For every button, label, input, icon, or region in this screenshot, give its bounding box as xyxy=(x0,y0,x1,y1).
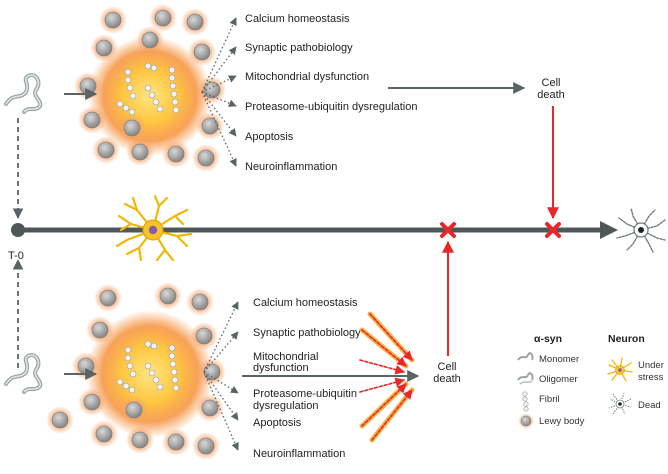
legend-oligomer-label: Oligomer xyxy=(539,374,578,385)
legend-fibril-icon xyxy=(522,391,529,412)
bottom-process-mitochondrial-1: Mitochondrial xyxy=(253,351,318,363)
top-process-calcium: Calcium homeostasis xyxy=(245,13,350,25)
top-process-proteasome: Proteasome-ubiquitin dysregulation xyxy=(245,101,417,113)
top-process-mitochondrial: Mitochondrial dysfunction xyxy=(245,71,369,83)
top-process-synaptic: Synaptic pathobiology xyxy=(245,42,353,54)
legend-oligomer-icon xyxy=(517,372,534,385)
legend-under-stress-label-line1: Under xyxy=(638,360,664,371)
legend-fibril-label: Fibril xyxy=(539,394,560,405)
bottom-process-neuroinflammation: Neuroinflammation xyxy=(253,448,345,460)
legend-under-stress-label-line2: stress xyxy=(638,372,664,383)
bottom-process-labels: Calcium homeostasis Synaptic pathobiolog… xyxy=(253,297,361,460)
legend: α-syn Monomer Oligomer Fibril Lewy body … xyxy=(517,333,664,429)
top-process-neuroinflammation: Neuroinflammation xyxy=(245,161,337,173)
bottom-aggregate-cluster xyxy=(45,281,227,461)
legend-lewy-body-label: Lewy body xyxy=(539,416,585,427)
bottom-process-arrows xyxy=(203,301,239,451)
legend-neuron-dead-icon xyxy=(608,392,632,415)
bottom-process-calcium: Calcium homeostasis xyxy=(253,297,358,309)
legend-monomer-icon xyxy=(517,352,534,361)
bottom-fibrils xyxy=(116,340,180,394)
bottom-cell-death-label-line2: death xyxy=(433,373,461,385)
top-process-labels: Calcium homeostasis Synaptic pathobiolog… xyxy=(245,13,417,173)
timeline-start-dot xyxy=(11,223,25,237)
legend-neuron-title: Neuron xyxy=(608,333,645,345)
dead-neuron-icon xyxy=(616,207,666,253)
timeline-start-label: T-0 xyxy=(8,250,24,262)
top-aggregate-cluster xyxy=(73,3,227,173)
legend-neuron-under-stress-icon xyxy=(607,357,633,382)
top-cell-death-label-line1: Cell xyxy=(542,77,561,89)
bottom-process-proteasome-2: dysregulation xyxy=(253,400,318,412)
timeline xyxy=(11,221,618,239)
bottom-process-mitochondrial-2: dysfunction xyxy=(253,362,309,374)
top-cell-death-label-line2: death xyxy=(537,89,565,101)
legend-monomer-label: Monomer xyxy=(539,354,579,365)
top-process-arrows xyxy=(201,17,237,167)
top-fibrils xyxy=(116,62,180,116)
legend-dead-label: Dead xyxy=(638,400,661,411)
bottom-process-proteasome-1: Proteasome-ubiquitin xyxy=(253,388,357,400)
bottom-stress-arrows xyxy=(359,311,415,443)
bottom-process-synaptic: Synaptic pathobiology xyxy=(253,327,361,339)
top-monomer xyxy=(4,73,43,114)
legend-lewy-body-icon xyxy=(518,413,534,429)
bottom-process-apoptosis: Apoptosis xyxy=(253,417,302,429)
legend-asyn-title: α-syn xyxy=(534,333,562,345)
bottom-cell-death-label-line1: Cell xyxy=(438,361,457,373)
bottom-monomer xyxy=(4,353,43,394)
top-process-apoptosis: Apoptosis xyxy=(245,131,294,143)
